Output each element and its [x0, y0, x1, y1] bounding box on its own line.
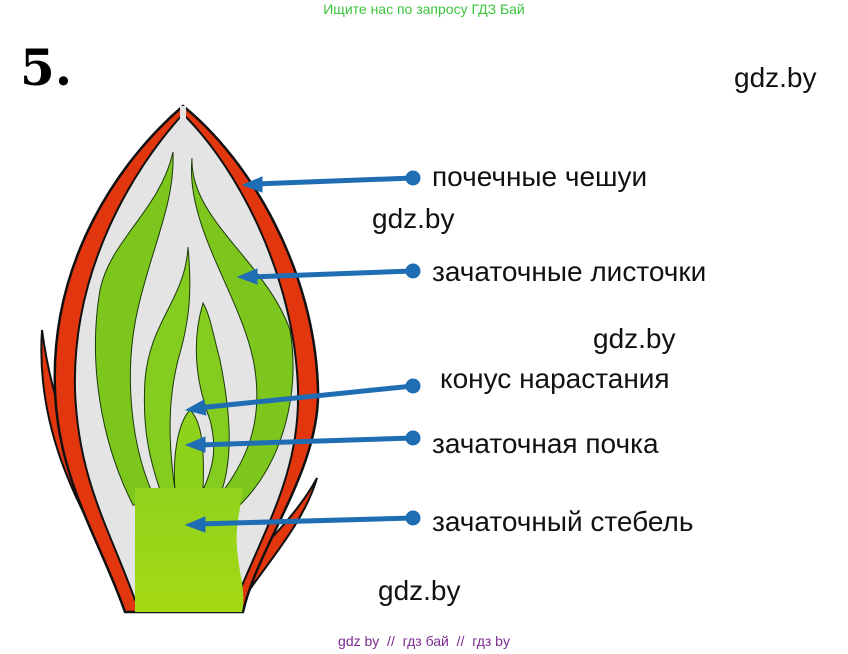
arrow-leaves [236, 263, 421, 285]
arrow-scales [241, 170, 421, 193]
watermark: gdz.by [734, 62, 817, 93]
label-embryonic-stem: зачаточный стебель [432, 506, 694, 537]
watermark: gdz.by [372, 203, 455, 234]
watermark: gdz.by [593, 323, 676, 354]
label-embryonic-leaves: зачаточные листочки [432, 256, 707, 287]
task-number: 5. [20, 38, 73, 97]
header-notice: Ищите нас по запросу ГДЗ Бай [323, 1, 525, 17]
arrow-bud [184, 430, 421, 453]
arrows [184, 170, 421, 533]
embryonic-stem [135, 488, 244, 612]
arrow-stem [184, 510, 421, 533]
arrow-cone [184, 378, 421, 416]
watermark: gdz.by [378, 575, 461, 606]
label-growth-cone: конус нарастания [440, 363, 670, 394]
label-bud-scales: почечные чешуи [432, 161, 648, 192]
label-embryonic-bud: зачаточная почка [432, 428, 659, 459]
footer-links: gdz by // гдз бай // гдз by [338, 633, 510, 649]
